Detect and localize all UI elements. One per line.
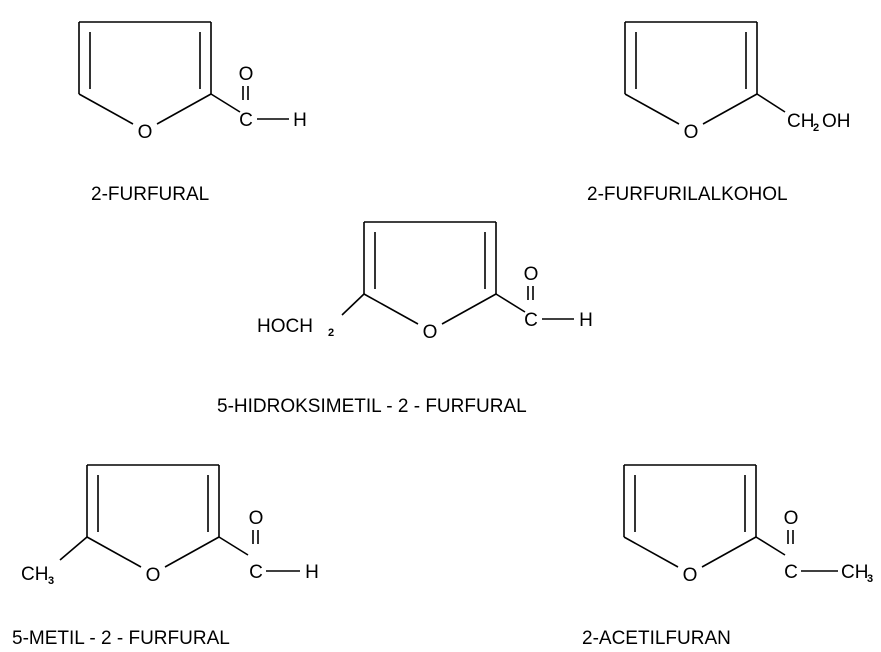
hoch2-subscript: 2 [328,327,334,339]
aldehyde-hydrogen-label: H [293,110,307,131]
methyl-bond [59,536,88,561]
aldehyde-group [218,530,300,572]
carbonyl-oxygen-label: O [784,508,799,529]
aldehyde-group [210,86,289,120]
carbonyl-carbon-label: C [524,310,538,331]
acetyl-group [755,530,838,572]
structure-5-hidroksimetil-2-furfural: O HOCH 2 O C H 5-HIDROKSIMETIL - 2 - FUR… [217,221,593,417]
carbonyl-carbon-label: C [239,110,253,131]
structure-2-acetilfuran: O O C CH 3 2-ACETILFURAN [582,464,873,649]
furan-ring [78,21,212,125]
ch3-group-label: CH 3 [21,564,54,587]
aldehyde-hydrogen-label: H [305,562,319,583]
structure-2-furfural: O O C H 2-FURFURAL [78,21,307,205]
carbonyl-carbon-label: C [249,562,263,583]
ring-oxygen-label: O [684,122,699,143]
ring-oxygen-label: O [423,322,438,343]
furan-ring [86,464,220,568]
compound-name: 5-HIDROKSIMETIL - 2 - FURFURAL [217,396,527,417]
structure-2-furfurilalkohol: O CH 2 OH 2-FURFURILALKOHOL [587,21,851,205]
furan-ring [363,221,497,325]
carbonyl-oxygen-label: O [524,264,539,285]
structure-5-metil-2-furfural: O CH 3 O C H 5-METIL - 2 - FURFURAL [12,464,319,649]
ch-label: CH [21,564,48,585]
oh-label: OH [822,111,851,132]
ch-label: CH [787,111,814,132]
ch2oh-bond [756,93,786,113]
ring-oxygen-label: O [683,565,698,586]
ch2oh-group-label: CH 2 OH [787,111,851,134]
carbonyl-oxygen-label: O [249,508,264,529]
ch2-subscript: 2 [813,122,819,134]
ch3-subscript: 3 [867,573,873,585]
aldehyde-group [495,286,574,320]
compound-name: 5-METIL - 2 - FURFURAL [12,628,230,649]
compound-name: 2-ACETILFURAN [582,628,731,649]
hoch-label: HOCH [257,316,313,337]
furan-ring [623,464,757,568]
ring-oxygen-label: O [146,565,161,586]
ch3-group-label: CH 3 [841,562,873,585]
carbonyl-carbon-label: C [784,562,798,583]
ch3-subscript: 3 [48,575,54,587]
compound-name: 2-FURFURAL [91,184,209,205]
carbonyl-oxygen-label: O [239,64,254,85]
ch-label: CH [841,562,868,583]
aldehyde-hydrogen-label: H [579,310,593,331]
hoch2-bond [341,293,365,316]
furan-ring [624,21,758,125]
hoch2-group-label: HOCH 2 [257,316,334,339]
compound-name: 2-FURFURILALKOHOL [587,184,788,205]
ring-oxygen-label: O [138,122,153,143]
